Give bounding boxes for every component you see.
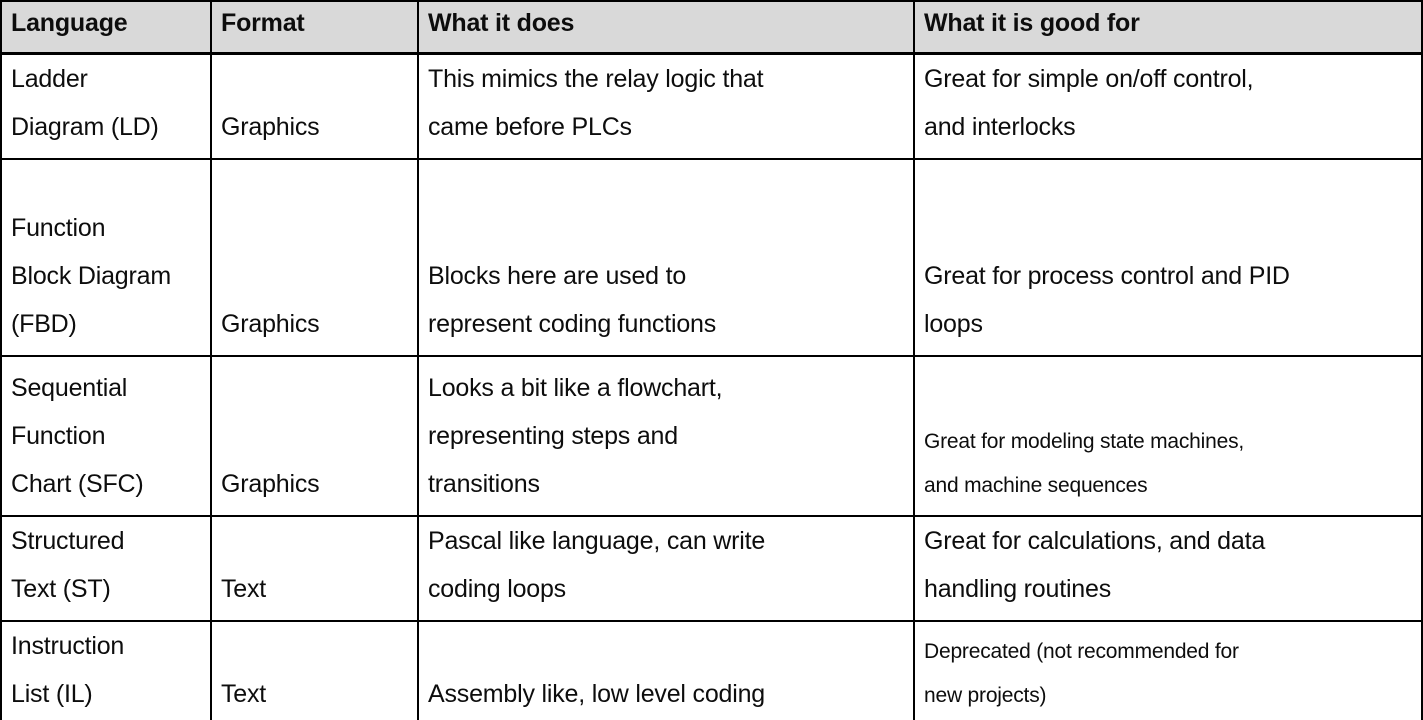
cell-good-for: Great for modeling state machines, and m… — [913, 355, 1423, 517]
column-header-good-for: What it is good for — [913, 0, 1423, 55]
table-row-ladder-diagram: Ladder Diagram (LD) Graphics This mimics… — [0, 52, 1423, 160]
cell-good-for: Deprecated (not recommended for new proj… — [913, 620, 1423, 720]
cell-what-it-does: Assembly like, low level coding — [417, 620, 915, 720]
cell-good-for: Great for process control and PID loops — [913, 158, 1423, 357]
cell-what-it-does: This mimics the relay logic that came be… — [417, 52, 915, 160]
cell-format: Graphics — [210, 158, 419, 357]
cell-language: Sequential Function Chart (SFC) — [0, 355, 212, 517]
column-header-format: Format — [210, 0, 419, 55]
cell-format: Graphics — [210, 52, 419, 160]
table-row-sequential-function-chart: Sequential Function Chart (SFC) Graphics… — [0, 355, 1423, 517]
cell-language: Function Block Diagram (FBD) — [0, 158, 212, 357]
cell-good-for: Great for calculations, and data handlin… — [913, 515, 1423, 622]
table-row-structured-text: Structured Text (ST) Text Pascal like la… — [0, 515, 1423, 622]
cell-what-it-does: Blocks here are used to represent coding… — [417, 158, 915, 357]
table-row-instruction-list: Instruction List (IL) Text Assembly like… — [0, 620, 1423, 720]
column-header-what-it-does: What it does — [417, 0, 915, 55]
column-header-language: Language — [0, 0, 212, 55]
cell-format: Text — [210, 620, 419, 720]
cell-language: Structured Text (ST) — [0, 515, 212, 622]
cell-language: Instruction List (IL) — [0, 620, 212, 720]
table-row-function-block-diagram: Function Block Diagram (FBD) Graphics Bl… — [0, 158, 1423, 357]
cell-format: Graphics — [210, 355, 419, 517]
cell-language: Ladder Diagram (LD) — [0, 52, 212, 160]
table-header-row: Language Format What it does What it is … — [0, 0, 1423, 55]
cell-format: Text — [210, 515, 419, 622]
cell-what-it-does: Pascal like language, can write coding l… — [417, 515, 915, 622]
cell-good-for: Great for simple on/off control, and int… — [913, 52, 1423, 160]
cell-what-it-does: Looks a bit like a flowchart, representi… — [417, 355, 915, 517]
